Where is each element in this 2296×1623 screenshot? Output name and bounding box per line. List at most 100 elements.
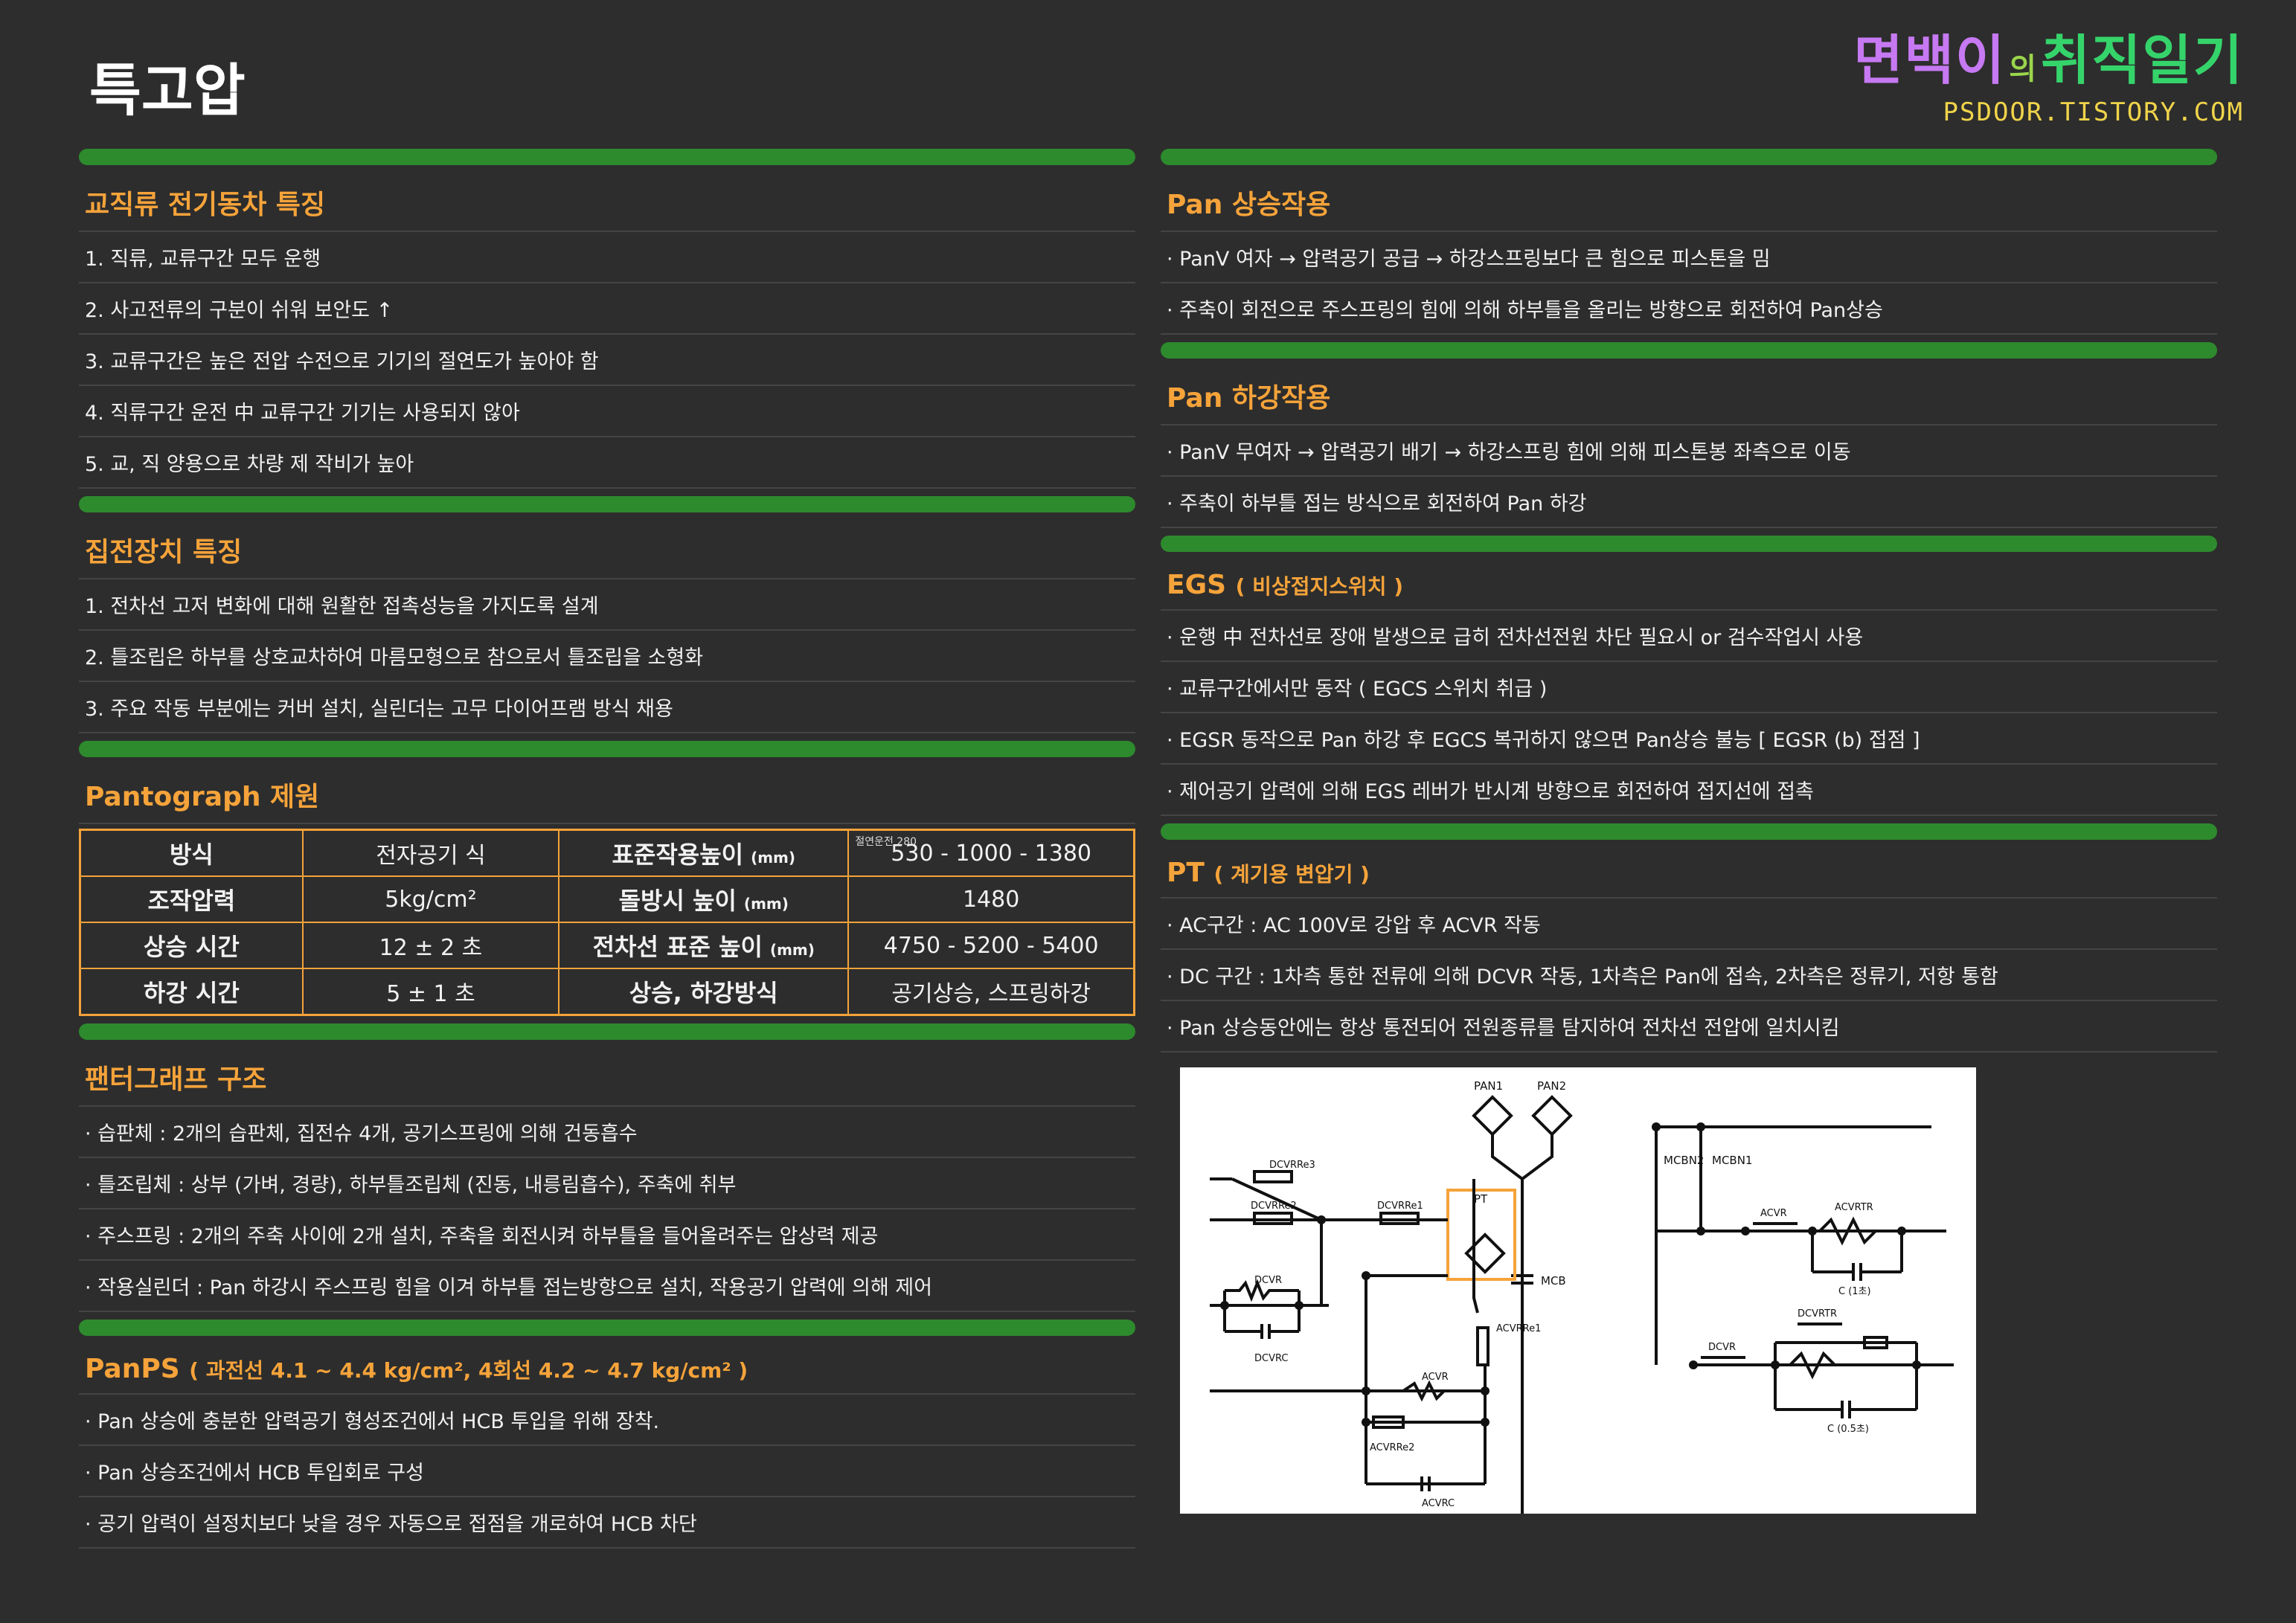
brand-name-a: 면백이 xyxy=(1853,29,2007,91)
section-title-main: PanPS xyxy=(85,1354,180,1384)
cell-unit: (mm) xyxy=(751,849,796,867)
text-line: · 공기 압력이 설정치보다 낮을 경우 자동으로 접점을 개로하여 HCB 차… xyxy=(79,1497,1135,1549)
section-title-main: EGS xyxy=(1167,570,1227,600)
right-column: Pan 상승작용 · PanV 여자 → 압력공기 공급 → 하강스프링보다 큰… xyxy=(1161,141,2217,1514)
circuit-label: ACVR xyxy=(1760,1208,1787,1219)
cell-unit: (mm) xyxy=(743,895,789,913)
section-divider xyxy=(1161,536,2217,552)
section-title: Pan 하강작용 xyxy=(1161,369,2217,425)
table-cell: 조작압력 xyxy=(79,875,304,923)
text-line: · PanV 여자 → 압력공기 공급 → 하강스프링보다 큰 힘으로 피스톤을… xyxy=(1161,232,2217,283)
circuit-label: ACVRC xyxy=(1422,1498,1455,1509)
section-title: PT ( 계기용 변압기 ) xyxy=(1161,850,2217,899)
circuit-label: PAN1 xyxy=(1474,1079,1503,1093)
table-cell: 표준작용높이 (mm) xyxy=(558,829,850,877)
section-title-main: PT xyxy=(1167,858,1205,888)
section-title: EGS ( 비상접지스위치 ) xyxy=(1161,562,2217,611)
circuit-label: PAN2 xyxy=(1537,1079,1566,1093)
text-line: · 주축이 회전으로 주스프링의 힘에 의해 하부틀을 올리는 방향으로 회전하… xyxy=(1161,283,2217,335)
circuit-label: DCVR xyxy=(1254,1275,1282,1286)
section-divider xyxy=(1161,342,2217,359)
table-cell: 1480 xyxy=(847,875,1135,923)
section-divider xyxy=(79,496,1135,512)
circuit-label: DCVRRe1 xyxy=(1377,1201,1423,1212)
table-cell: 공기상승, 스프링하강 xyxy=(847,968,1135,1016)
circuit-svg: PAN1 PAN2 PT MCB DCVRRe3 DCVRRe2 DCVRRe1… xyxy=(1210,1079,1954,1514)
text-line: 1. 전차선 고저 변화에 대해 원활한 접촉성능을 가지도록 설계 xyxy=(79,579,1135,631)
circuit-label: DCVRC xyxy=(1254,1353,1288,1364)
brand-url: PSDOOR.TISTORY.COM xyxy=(1943,97,2244,127)
circuit-label: DCVR xyxy=(1708,1342,1736,1353)
circuit-label: C (0.5초) xyxy=(1827,1424,1869,1435)
cell-key: 표준작용높이 xyxy=(612,841,744,869)
table-cell: 전자공기 식 xyxy=(301,829,560,877)
table-row: 조작압력 5kg/cm² 돌방시 높이 (mm) 1480 xyxy=(79,875,1135,923)
table-row: 하강 시간 5 ± 1 초 상승, 하강방식 공기상승, 스프링하강 xyxy=(79,968,1135,1016)
text-line: · DC 구간 : 1차측 통한 전류에 의해 DCVR 작동, 1차측은 Pa… xyxy=(1161,950,2217,1001)
circuit-label: MCBN2 xyxy=(1664,1154,1704,1167)
text-line: · 틀조립체 : 상부 (가벼, 경량), 하부틀조립체 (진동, 내릉림흡수)… xyxy=(79,1158,1135,1209)
text-line: · Pan 상승조건에서 HCB 투입회로 구성 xyxy=(79,1446,1135,1497)
cell-value: 530 - 1000 - 1380 xyxy=(891,840,1092,867)
pan2-diamond xyxy=(1531,1095,1573,1137)
circuit-label: DCVRTR xyxy=(1798,1308,1837,1320)
circuit-label: MCBN1 xyxy=(1712,1154,1752,1167)
text-line: 2. 틀조립은 하부를 상호교차하여 마름모형으로 참으로서 틀조립을 소형화 xyxy=(79,631,1135,682)
circuit-label: DCVRRe2 xyxy=(1251,1201,1297,1212)
section-title: 집전장치 특징 xyxy=(79,523,1135,579)
text-line: · 주축이 하부틀 접는 방식으로 회전하여 Pan 하강 xyxy=(1161,477,2217,528)
cell-key: 돌방시 높이 xyxy=(618,887,737,915)
section-title: Pan 상승작용 xyxy=(1161,176,2217,232)
text-line: · EGSR 동작으로 Pan 하강 후 EGCS 복귀하지 않으면 Pan상승… xyxy=(1161,713,2217,765)
table-cell: 5kg/cm² xyxy=(301,875,560,923)
table-cell: 4750 - 5200 - 5400 xyxy=(847,922,1135,969)
table-cell: 상승 시간 xyxy=(79,922,304,969)
table-cell: 돌방시 높이 (mm) xyxy=(558,875,850,923)
section-divider xyxy=(79,741,1135,757)
left-column: 교직류 전기동차 특징 1. 직류, 교류구간 모두 운행 2. 사고전류의 구… xyxy=(79,141,1135,1549)
table-cell: 5 ± 1 초 xyxy=(301,968,560,1016)
circuit-label: ACVR xyxy=(1422,1372,1449,1383)
text-line: · AC구간 : AC 100V로 강압 후 ACVR 작동 xyxy=(1161,899,2217,950)
section-title: Pantograph 제원 xyxy=(79,768,1135,824)
circuit-diagram: PAN1 PAN2 PT MCB DCVRRe3 DCVRRe2 DCVRRe1… xyxy=(1180,1067,1976,1514)
circuit-label: ACVRTR xyxy=(1835,1202,1873,1213)
cell-key: 전차선 표준 높이 xyxy=(592,933,763,961)
circuit-label: ACVRRe2 xyxy=(1370,1442,1414,1453)
circuit-label: ACVRRe1 xyxy=(1496,1323,1541,1334)
section-divider xyxy=(79,149,1135,165)
table-row: 상승 시간 12 ± 2 초 전차선 표준 높이 (mm) 4750 - 5200… xyxy=(79,922,1135,969)
section-title-sub: ( 과전선 4.1 ~ 4.4 kg/cm², 4회선 4.2 ~ 4.7 kg… xyxy=(189,1358,748,1383)
section-title: 팬터그래프 구조 xyxy=(79,1050,1135,1107)
circuit-label: MCB xyxy=(1541,1274,1566,1288)
text-line: 5. 교, 직 양용으로 차량 제 작비가 높아 xyxy=(79,437,1135,489)
section-title-sub: ( 비상접지스위치 ) xyxy=(1235,574,1404,599)
circuit-label: DCVRRe3 xyxy=(1269,1160,1315,1171)
section-divider xyxy=(1161,823,2217,840)
text-line: · 작용실린더 : Pan 하강시 주스프링 힘을 이겨 하부틀 접는방향으로 … xyxy=(79,1261,1135,1312)
table-cell: 전차선 표준 높이 (mm) xyxy=(558,922,850,969)
text-line: · 습판체 : 2개의 습판체, 집전슈 4개, 공기스프링에 의해 건동흡수 xyxy=(79,1107,1135,1158)
text-line: · Pan 상승에 충분한 압력공기 형성조건에서 HCB 투입을 위해 장착. xyxy=(79,1395,1135,1446)
section-divider xyxy=(1161,149,2217,165)
section-title-sub: ( 계기용 변압기 ) xyxy=(1213,862,1370,887)
brand-name-c: 취직일기 xyxy=(2041,29,2244,91)
text-line: · 제어공기 압력에 의해 EGS 레버가 반시계 방향으로 회전하여 접지선에… xyxy=(1161,765,2217,816)
section-divider xyxy=(79,1320,1135,1336)
text-line: 1. 직류, 교류구간 모두 운행 xyxy=(79,232,1135,283)
text-line: 4. 직류구간 운전 中 교류구간 기기는 사용되지 않아 xyxy=(79,386,1135,437)
text-line: · 주스프링 : 2개의 주축 사이에 2개 설치, 주축을 회전시켜 하부틀을… xyxy=(79,1209,1135,1261)
table-cell: 12 ± 2 초 xyxy=(301,922,560,969)
section-title: PanPS ( 과전선 4.1 ~ 4.4 kg/cm², 4회선 4.2 ~ … xyxy=(79,1346,1135,1395)
page-title: 특고압 xyxy=(89,57,246,123)
text-line: · 운행 中 전차선로 장애 발생으로 급히 전차선전원 차단 필요시 or 검… xyxy=(1161,611,2217,662)
cell-unit: (mm) xyxy=(769,941,815,959)
text-line: · 교류구간에서만 동작 ( EGCS 스위치 취급 ) xyxy=(1161,662,2217,713)
std-label: 절연운전 280 xyxy=(855,836,917,848)
text-line: · Pan 상승동안에는 항상 통전되어 전원종류를 탐지하여 전차선 전압에 … xyxy=(1161,1001,2217,1052)
